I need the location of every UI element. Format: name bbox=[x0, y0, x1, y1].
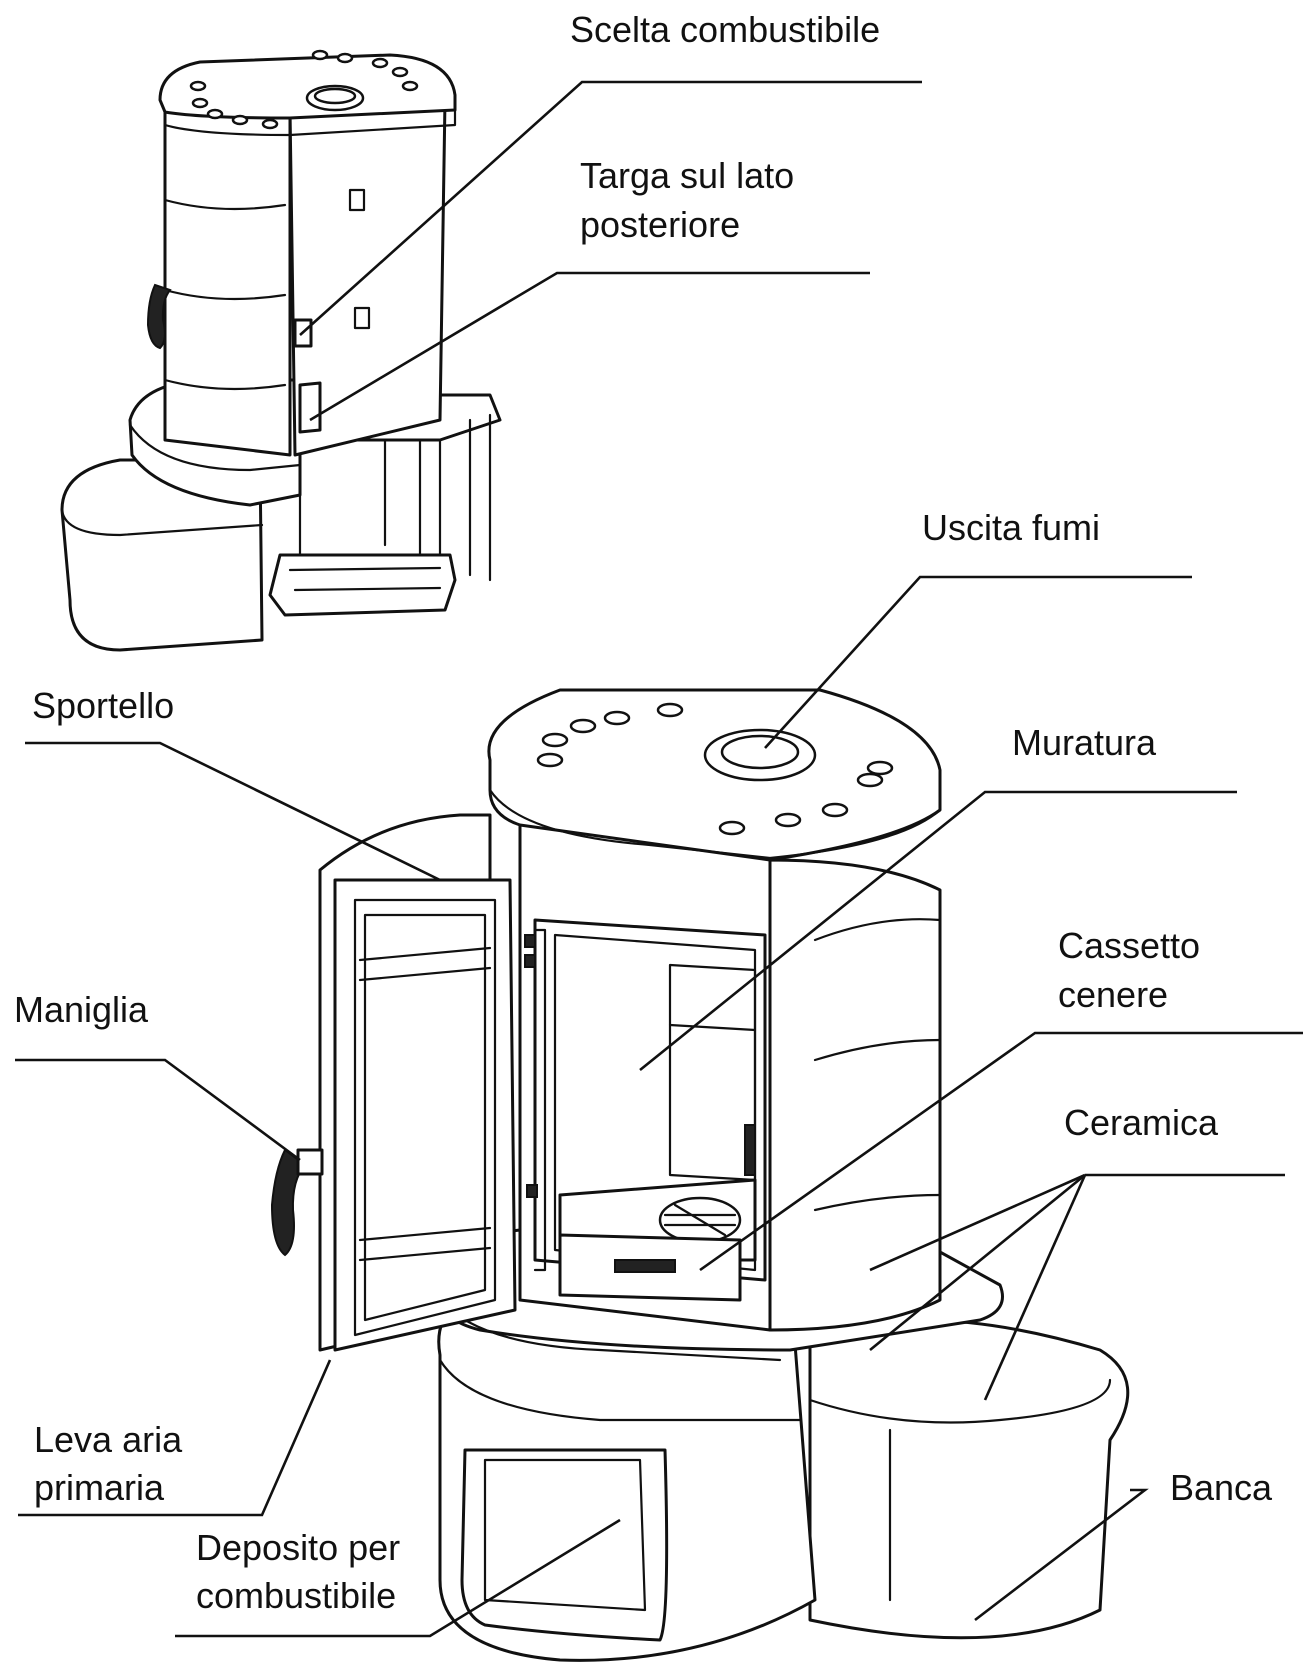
leader-targa bbox=[309, 271, 870, 422]
label-muratura: Muratura bbox=[1012, 722, 1157, 763]
label-leva-line2: primaria bbox=[34, 1467, 165, 1508]
label-targa-line2: posteriore bbox=[580, 204, 740, 245]
label-scelta-combustibile: Scelta combustibile bbox=[570, 9, 880, 50]
label-leva-line1: Leva aria bbox=[34, 1419, 183, 1460]
leader-ceramica-1 bbox=[869, 1173, 1086, 1272]
leader-maniglia bbox=[15, 1058, 301, 1162]
label-cassetto-line2: cenere bbox=[1058, 974, 1168, 1015]
label-targa-line1: Targa sul lato bbox=[580, 155, 794, 196]
label-cassetto-line1: Cassetto bbox=[1058, 925, 1200, 966]
leader-sportello bbox=[25, 741, 441, 882]
label-deposito-line1: Deposito per bbox=[196, 1527, 400, 1568]
label-sportello: Sportello bbox=[32, 685, 174, 726]
leader-muratura bbox=[639, 790, 1237, 1072]
label-uscita-fumi: Uscita fumi bbox=[922, 507, 1100, 548]
leader-ceramica-3 bbox=[983, 1174, 1087, 1401]
label-deposito-line2: combustibile bbox=[196, 1575, 396, 1616]
leader-scelta-combustibile bbox=[299, 80, 922, 336]
leader-ceramica-2 bbox=[869, 1173, 1086, 1352]
label-banca: Banca bbox=[1170, 1467, 1273, 1508]
leader-banca bbox=[974, 1488, 1149, 1622]
label-maniglia: Maniglia bbox=[14, 989, 149, 1030]
leader-leva bbox=[18, 1359, 332, 1517]
label-ceramica: Ceramica bbox=[1064, 1102, 1219, 1143]
front-view-stove bbox=[270, 688, 1130, 1662]
rear-view-stove bbox=[60, 49, 922, 652]
leader-cassetto bbox=[699, 1031, 1303, 1272]
leader-deposito bbox=[175, 1518, 621, 1638]
leader-uscita-fumi bbox=[764, 575, 1192, 749]
